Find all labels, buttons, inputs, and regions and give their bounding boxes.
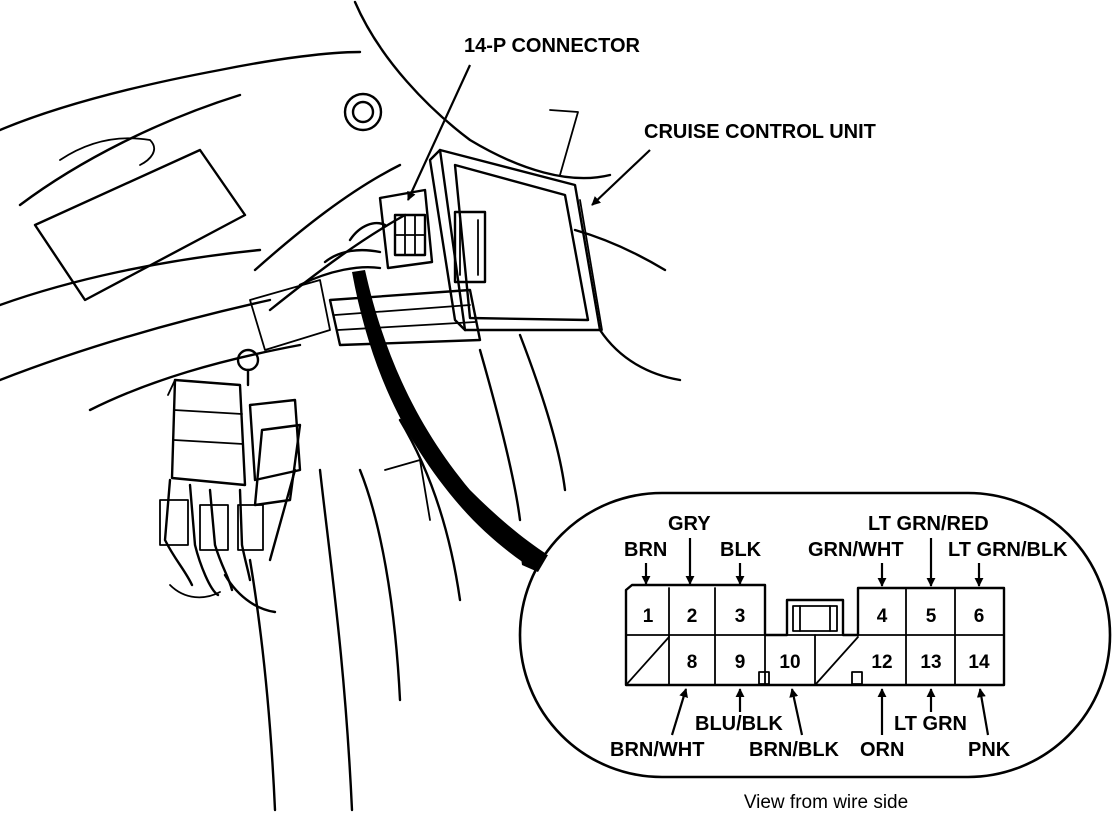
unit-callout-arrow	[591, 149, 651, 206]
pin-1: 1	[643, 606, 654, 627]
pin-12: 12	[871, 652, 892, 673]
vehicle-line-art	[0, 0, 682, 812]
wire-label-pin-13: LT GRN	[894, 713, 967, 735]
wire-label-pin-5: LT GRN/RED	[868, 513, 989, 535]
pin-6: 6	[974, 606, 985, 627]
wire-arrow-pin-10	[789, 688, 804, 736]
wire-label-pin-12: ORN	[860, 739, 904, 761]
wire-label-pin-3: BLK	[720, 539, 762, 561]
wire-label-pin-8: BRN/WHT	[610, 739, 704, 761]
pin-2: 2	[687, 606, 698, 627]
wire-label-pin-2: GRY	[668, 513, 711, 535]
wire-label-pin-6: LT GRN/BLK	[948, 539, 1068, 561]
unit-callout-label: CRUISE CONTROL UNIT	[644, 121, 876, 143]
pin-9: 9	[735, 652, 746, 673]
wire-arrow-pin-14	[976, 688, 990, 736]
connector-callout-arrow	[407, 64, 471, 201]
pin-14: 14	[968, 652, 990, 673]
view-caption: View from wire side	[744, 792, 908, 813]
wire-label-pin-1: BRN	[624, 539, 667, 561]
connector-face	[624, 583, 1006, 687]
pin-5: 5	[926, 606, 937, 627]
pin-4: 4	[877, 606, 888, 627]
pin-13: 13	[920, 652, 941, 673]
wire-label-pin-4: GRN/WHT	[808, 539, 904, 561]
wire-label-pin-9: BLU/BLK	[695, 713, 783, 735]
pin-3: 3	[735, 606, 746, 627]
pin-8: 8	[687, 652, 698, 673]
wire-label-pin-10: BRN/BLK	[749, 739, 840, 761]
pin-10: 10	[779, 652, 800, 673]
connector-callout-label: 14-P CONNECTOR	[464, 35, 641, 57]
wire-label-pin-14: PNK	[968, 739, 1011, 761]
wire-arrow-pin-8	[670, 688, 688, 736]
